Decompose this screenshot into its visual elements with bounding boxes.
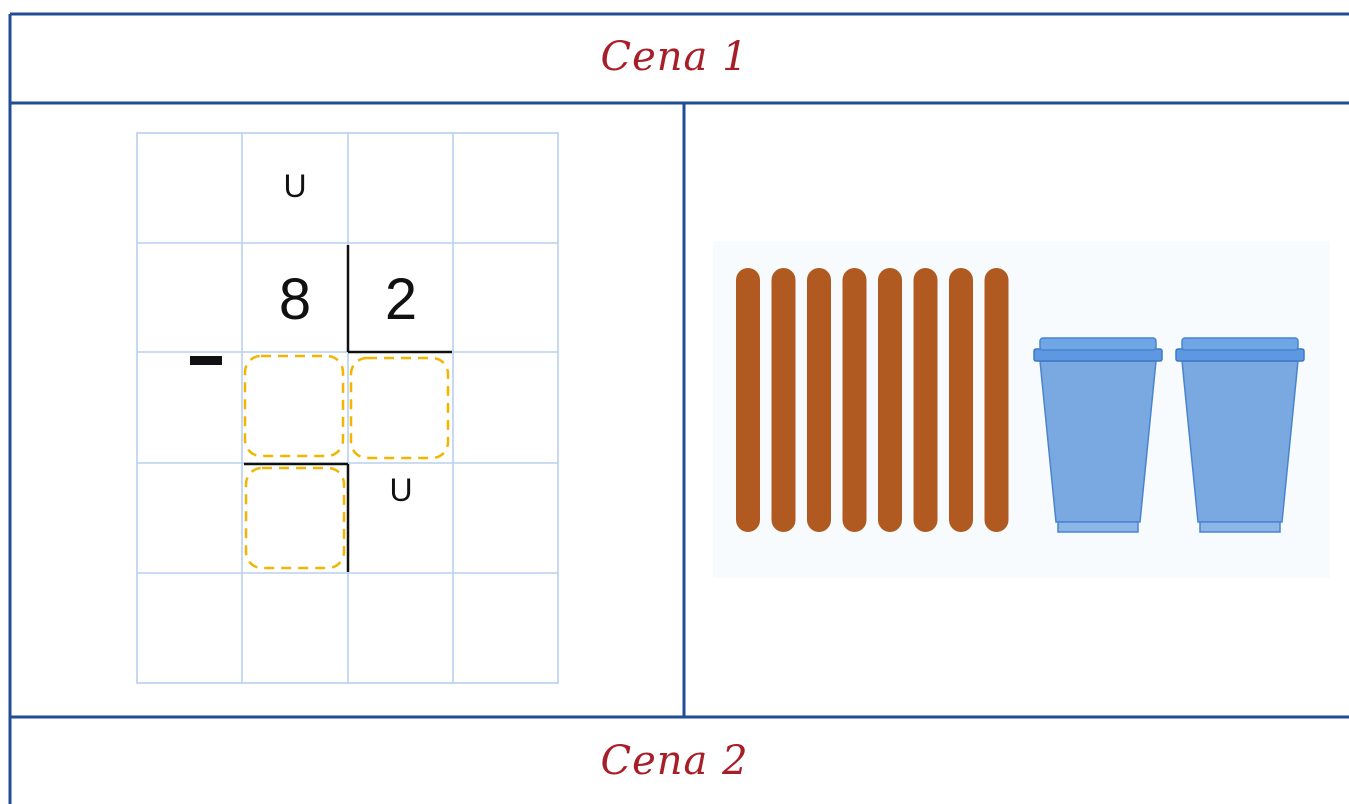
scene-2-title: Cena 2 [600,738,749,784]
dividend-digit-tens: 8 [278,267,312,332]
plastic-cups [1033,337,1305,533]
craft-stick-icon [736,268,760,532]
frame-lines [8,12,1349,804]
place-value-grid [136,132,559,684]
dividend-digit-units: 2 [384,267,418,332]
craft-stick-icon [771,268,796,532]
answer-boxes [243,354,450,570]
minus-sign [190,356,222,365]
answer-box-3[interactable] [244,466,346,570]
craft-sticks [736,268,1009,532]
craft-stick-icon [913,268,938,532]
plastic-cup-icon [1175,337,1305,533]
craft-stick-icon [949,268,973,532]
craft-stick-icon [984,268,1009,532]
place-label-bottom: U [389,472,413,508]
craft-stick-icon [878,268,902,532]
answer-box-2[interactable] [349,356,450,460]
scene-1-title: Cena 1 [600,34,749,80]
answer-box-1[interactable] [243,354,345,458]
craft-stick-icon [842,268,867,532]
plastic-cup-icon [1033,337,1163,533]
operation-bars [244,245,452,572]
place-label-top: U [283,168,307,204]
craft-stick-icon [807,268,831,532]
